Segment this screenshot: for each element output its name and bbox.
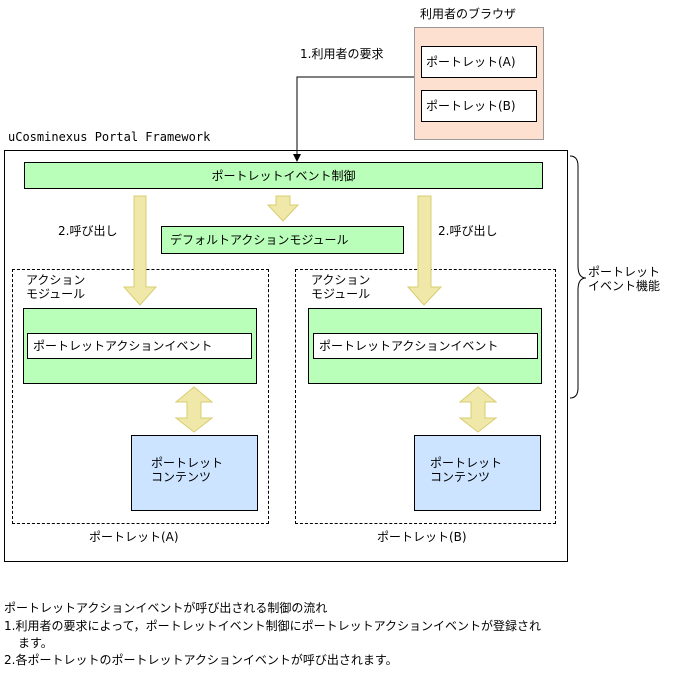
browser-title: 利用者のブラウザ (420, 7, 517, 21)
browser-portlet-b[interactable]: ポートレット(B) (421, 90, 537, 122)
framework-box (4, 150, 568, 562)
request-label: 1.利用者の要求 (300, 47, 384, 61)
call-label-left: 2.呼び出し (58, 224, 118, 238)
notes-line-1-cont: ます。 (18, 636, 53, 650)
notes-title: ポートレットアクションイベントが呼び出される制御の流れ (4, 601, 328, 615)
portlet-a-caption: ポートレット(A) (89, 530, 179, 544)
call-label-right: 2.呼び出し (438, 224, 498, 238)
default-action-module: デフォルトアクションモジュール (161, 226, 404, 254)
portlet-a-module-label: アクション モジュール (24, 273, 88, 301)
portlet-event-function-label: ポートレット イベント機能 (588, 265, 661, 293)
request-arrow-line (296, 76, 414, 158)
portlet-b-action-event: ポートレットアクションイベント (313, 333, 538, 359)
portlet-b-module-label: アクション モジュール (309, 273, 373, 301)
portlet-a-content: ポートレット コンテンツ (131, 435, 258, 511)
portlet-event-brace (569, 155, 587, 399)
portlet-a-action-event: ポートレットアクションイベント (27, 333, 252, 359)
portlet-b-caption: ポートレット(B) (377, 530, 467, 544)
browser-portlet-a[interactable]: ポートレット(A) (421, 46, 537, 78)
notes-line-1: 1.利用者の要求によって，ポートレットイベント制御にポートレットアクションイベン… (4, 619, 542, 633)
portlet-b-content: ポートレット コンテンツ (414, 435, 541, 511)
browser-box (414, 27, 544, 140)
framework-label: uCosminexus Portal Framework (8, 130, 211, 144)
event-control-bar: ポートレットイベント制御 (24, 162, 543, 189)
notes-line-2: 2.各ポートレットのポートレットアクションイベントが呼び出されます。 (4, 653, 398, 667)
